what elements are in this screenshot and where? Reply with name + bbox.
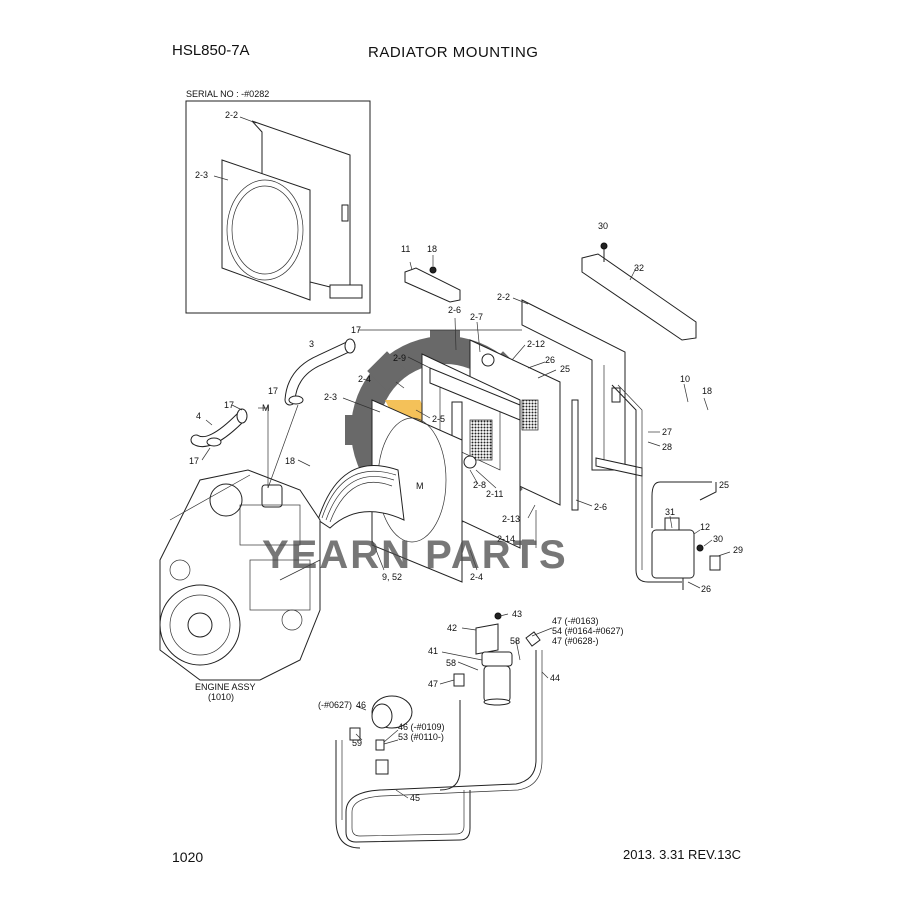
callout: 18 xyxy=(427,244,437,254)
callout: 2-11 xyxy=(486,489,503,499)
callout: 41 xyxy=(428,646,438,656)
callout-labels: 30 32 11 18 2-2 2-6 2-7 17 3 2-12 2-9 26… xyxy=(189,221,743,803)
callout: 47 xyxy=(428,679,438,689)
water-pump xyxy=(349,695,413,775)
engine-label-line2: (1010) xyxy=(208,692,234,702)
callout: 2-12 xyxy=(527,339,545,349)
expansion-tank xyxy=(651,481,721,590)
leader-lines xyxy=(201,255,731,799)
callout: 9, 52 xyxy=(382,572,402,582)
callout: 31 xyxy=(665,507,675,517)
callout: 28 xyxy=(662,442,672,452)
callout: 17 xyxy=(224,400,234,410)
callout: 2-6 xyxy=(594,502,607,512)
callout: 11 xyxy=(401,244,410,254)
page-title: RADIATOR MOUNTING xyxy=(368,44,539,61)
callout: 2-5 xyxy=(432,414,445,424)
callout: 2-14 xyxy=(497,534,515,544)
callout: 2-2 xyxy=(497,292,510,302)
top-plate xyxy=(581,242,697,341)
watermark-text: YEARN PARTS xyxy=(262,533,568,577)
callout: 18 xyxy=(285,456,295,466)
callout: (-#0627) xyxy=(318,700,352,710)
variant-note: 54 (#0164-#0627) xyxy=(552,626,624,636)
inset-callout: 2-2 xyxy=(225,110,238,120)
engine-label-line1: ENGINE ASSY xyxy=(195,682,256,692)
variant-note: 47 (#0628-) xyxy=(552,636,599,646)
inset-serial-label: SERIAL NO : -#0282 xyxy=(186,89,270,99)
callout: 17 xyxy=(351,325,361,335)
callout: 2-7 xyxy=(470,312,483,322)
callout: 44 xyxy=(550,673,560,683)
callout: 4 xyxy=(196,411,201,421)
callout: 2-13 xyxy=(502,514,520,524)
callout: 25 xyxy=(560,364,570,374)
fan-guard xyxy=(317,399,463,583)
inset-callout: 2-3 xyxy=(195,170,208,180)
callout: 17 xyxy=(268,386,278,396)
callout: 25 xyxy=(719,480,729,490)
callout: 43 xyxy=(512,609,522,619)
coolant-hoses xyxy=(190,338,356,448)
callout: 12 xyxy=(700,522,710,532)
callout: 30 xyxy=(598,221,608,231)
callout: 2-4 xyxy=(470,572,483,582)
callout: 17 xyxy=(189,456,199,466)
coolant-filter xyxy=(453,612,541,706)
callout: 27 xyxy=(662,427,672,437)
callout: 26 xyxy=(545,355,555,365)
callout: 58 xyxy=(446,658,456,668)
page-number: 1020 xyxy=(172,849,204,865)
callout: 32 xyxy=(634,263,644,273)
overflow-pipe-edge xyxy=(617,384,643,570)
callout: 45 xyxy=(410,793,420,803)
callout: 58 xyxy=(510,636,520,646)
callout: 2-6 xyxy=(448,305,461,315)
callout: 2-8 xyxy=(473,480,486,490)
engine-drawing xyxy=(159,469,321,681)
filter-hoses xyxy=(335,650,543,849)
callout: M xyxy=(262,403,270,413)
callout: 2-3 xyxy=(324,392,337,402)
callout: 2-4 xyxy=(358,374,371,384)
callout: 18 xyxy=(702,386,712,396)
variant-note: 53 (#0110-) xyxy=(398,732,444,742)
callout: 59 xyxy=(352,738,362,748)
callout: M xyxy=(416,481,424,491)
callout: 42 xyxy=(447,623,457,633)
callout: 30 xyxy=(713,534,723,544)
callout: 10 xyxy=(680,374,690,384)
revision-date: 2013. 3.31 REV.13C xyxy=(623,847,742,862)
inset-box: 2-2 2-3 xyxy=(185,100,371,314)
bracket xyxy=(404,266,461,303)
callout: 46 xyxy=(356,700,366,710)
variant-note: 46 (-#0109) xyxy=(398,722,445,732)
callout: 3 xyxy=(309,339,314,349)
callout: 29 xyxy=(733,545,743,555)
callout: 26 xyxy=(701,584,711,594)
callout: 2-9 xyxy=(393,353,406,363)
overflow-pipe xyxy=(611,384,682,583)
model-label: HSL850-7A xyxy=(172,42,250,59)
variant-note: 47 (-#0163) xyxy=(552,616,599,626)
